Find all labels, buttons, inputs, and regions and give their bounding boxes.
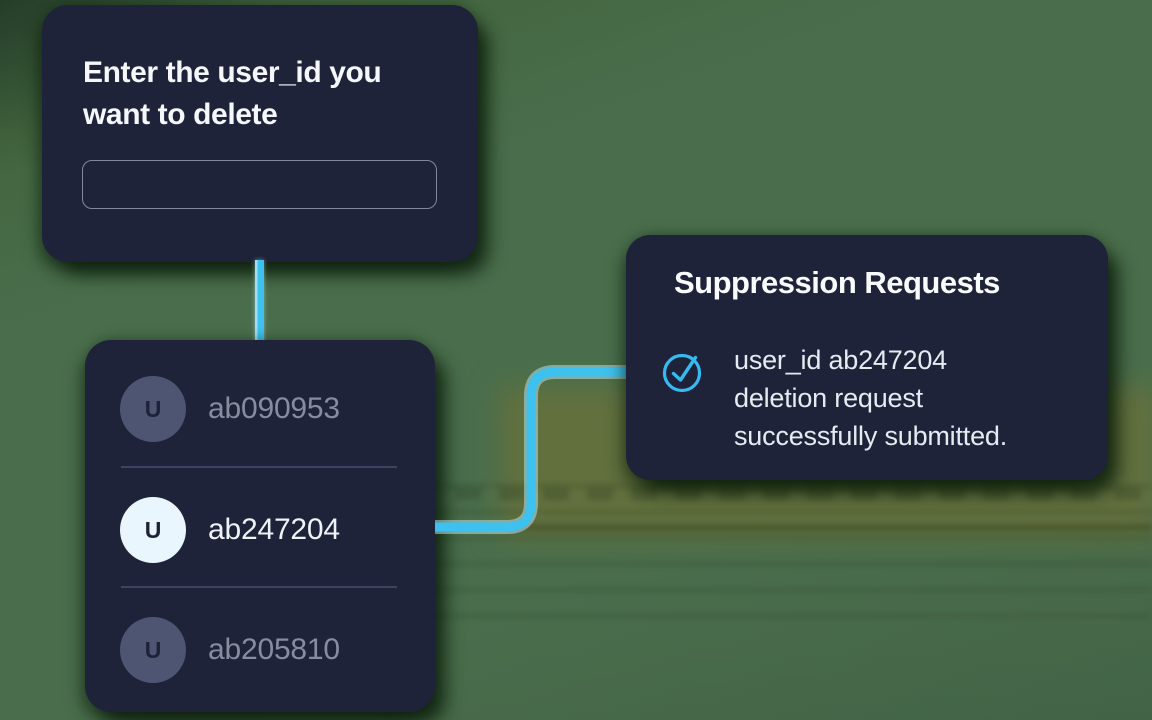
user-avatar: U <box>120 497 186 563</box>
message-line: deletion request <box>734 383 923 413</box>
user-id-label: ab205810 <box>208 633 340 666</box>
user-list-item[interactable]: U ab090953 <box>120 376 400 442</box>
background-blurred-dashes <box>455 487 1152 500</box>
list-divider <box>121 466 397 468</box>
user-id-label: ab247204 <box>208 513 340 546</box>
connector-list-to-suppression <box>435 365 628 534</box>
check-circle-icon <box>662 353 702 393</box>
user-list-card: U ab090953 U ab247204 U ab205810 <box>85 340 435 712</box>
user-avatar: U <box>120 617 186 683</box>
background-blurred-line <box>505 524 1152 531</box>
prompt-title: Enter the user_id you want to delete <box>83 56 382 131</box>
message-line: successfully submitted. <box>734 421 1008 451</box>
suppression-title: Suppression Requests <box>674 265 1000 300</box>
user-list-item[interactable]: U ab205810 <box>120 617 400 683</box>
user-list-item-selected[interactable]: U ab247204 <box>120 497 400 563</box>
user-id-label: ab090953 <box>208 392 340 425</box>
suppression-requests-card: Suppression Requests user_id ab247204 de… <box>626 235 1108 480</box>
background-blurred-rows <box>430 484 1152 624</box>
user-id-input[interactable] <box>82 160 437 209</box>
connector-prompt-to-list <box>255 260 264 342</box>
message-line: user_id ab247204 <box>734 345 947 375</box>
user-id-prompt-card: Enter the user_id you want to delete <box>42 5 478 262</box>
suppression-message: user_id ab247204 deletion request succes… <box>734 341 1007 455</box>
list-divider <box>121 586 397 588</box>
user-avatar: U <box>120 376 186 442</box>
